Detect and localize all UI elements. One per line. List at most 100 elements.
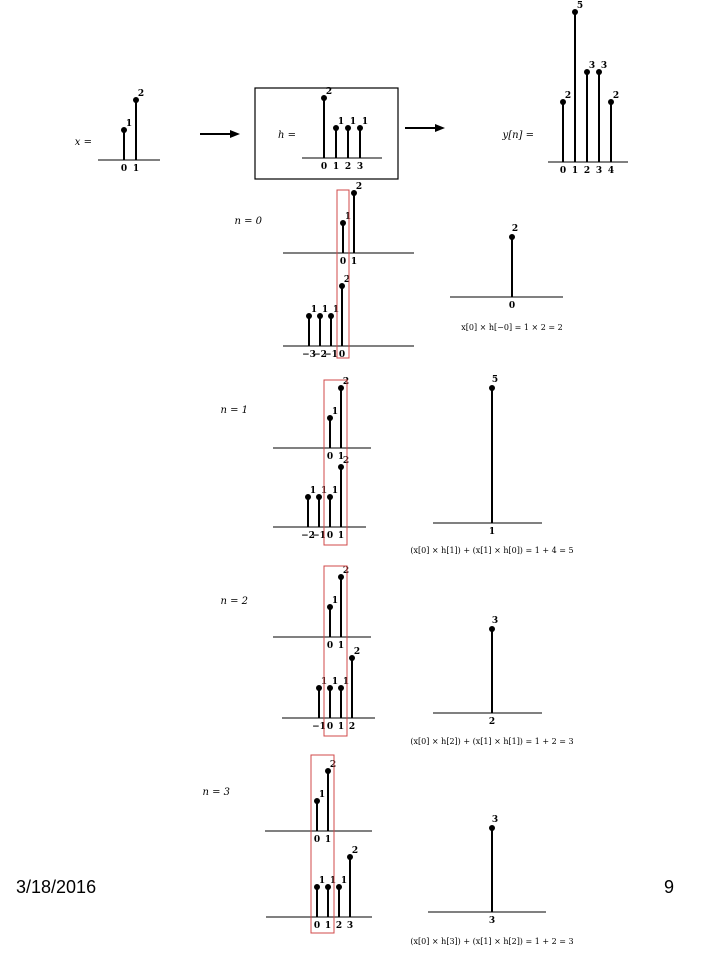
stem-head <box>327 415 333 421</box>
tick-label: 0 <box>340 257 346 267</box>
value-label: 1 <box>362 117 368 127</box>
stem-head <box>340 220 346 226</box>
tick-label: −2 <box>301 531 315 541</box>
formula: (x[0] × h[2]) + (x[1] × h[1]) = 1 + 2 = … <box>410 737 573 746</box>
value-label: 2 <box>354 647 360 657</box>
h-label: h = <box>278 130 296 141</box>
value-label: 2 <box>344 275 350 285</box>
value-label: 1 <box>350 117 356 127</box>
tick-label: 3 <box>489 916 495 926</box>
tick-label: 0 <box>560 166 566 176</box>
value-label: 1 <box>319 790 325 800</box>
stem-head <box>317 313 323 319</box>
stem-head <box>345 125 351 131</box>
slide-page-number: 9 <box>664 877 675 897</box>
n-label: n = 1 <box>220 405 248 416</box>
stem-head <box>572 9 578 15</box>
stem-head <box>121 127 127 133</box>
y-label: y[n] = <box>502 130 534 141</box>
value-label: 3 <box>492 815 498 825</box>
stem-head <box>338 464 344 470</box>
value-label: 1 <box>332 677 338 687</box>
value-label: 1 <box>126 119 132 129</box>
stem-head <box>349 655 355 661</box>
stem-head <box>351 190 357 196</box>
tick-label: 1 <box>325 835 331 845</box>
stem-head <box>327 494 333 500</box>
overlap-window <box>323 565 348 737</box>
stem-head <box>325 768 331 774</box>
tick-label: 1 <box>338 452 344 462</box>
stem-head <box>328 313 334 319</box>
tick-label: 0 <box>327 531 333 541</box>
value-label: 2 <box>356 182 362 192</box>
value-label: 2 <box>326 87 332 97</box>
value-label: 2 <box>343 566 349 576</box>
value-label: 2 <box>613 91 619 101</box>
tick-label: 0 <box>321 162 327 172</box>
stem-head <box>584 69 590 75</box>
tick-label: 3 <box>357 162 363 172</box>
value-label: 5 <box>577 1 583 11</box>
value-label: 5 <box>492 375 498 385</box>
tick-label: 1 <box>572 166 578 176</box>
arrow-head <box>435 124 445 132</box>
stem-head <box>314 884 320 890</box>
stem-head <box>489 385 495 391</box>
tick-label: 2 <box>345 162 351 172</box>
tick-label: −3 <box>302 350 316 360</box>
tick-label: 3 <box>347 921 353 931</box>
stem-head <box>489 626 495 632</box>
value-label: 2 <box>512 224 518 234</box>
value-label: 2 <box>330 760 336 770</box>
tick-label: −2 <box>313 350 327 360</box>
overlap-window <box>336 189 350 359</box>
flipped-h-signal: 1−31−21−120 <box>283 275 414 360</box>
stem-head <box>339 283 345 289</box>
stem-head <box>338 574 344 580</box>
x-label: x = <box>75 137 92 148</box>
result-signal: 33 <box>428 815 546 926</box>
stem-head <box>347 854 353 860</box>
stem-head <box>133 97 139 103</box>
stem-head <box>327 685 333 691</box>
tick-label: 2 <box>349 722 355 732</box>
n-label: n = 3 <box>202 787 230 798</box>
tick-label: −1 <box>324 350 338 360</box>
tick-label: 2 <box>489 717 495 727</box>
stem-head <box>357 125 363 131</box>
value-label: 1 <box>310 486 316 496</box>
overlap-window <box>323 379 348 546</box>
tick-label: 0 <box>314 835 320 845</box>
stem-head <box>305 494 311 500</box>
tick-label: −1 <box>312 722 326 732</box>
stem-head <box>489 825 495 831</box>
stem-head <box>325 884 331 890</box>
stem-head <box>316 685 322 691</box>
system-box <box>254 87 399 180</box>
tick-label: 0 <box>509 301 515 311</box>
tick-label: 1 <box>489 527 495 537</box>
value-label: 3 <box>601 61 607 71</box>
value-label: 1 <box>341 876 347 886</box>
stem-head <box>608 99 614 105</box>
value-label: 1 <box>332 596 338 606</box>
value-label: 1 <box>330 876 336 886</box>
value-label: 1 <box>333 305 339 315</box>
stem-head <box>316 494 322 500</box>
tick-label: 0 <box>327 722 333 732</box>
slide-date: 3/18/2016 <box>16 877 97 897</box>
stem-head <box>509 234 515 240</box>
arrow-to-system <box>200 130 240 138</box>
tick-label: 1 <box>325 921 331 931</box>
tick-label: 1 <box>338 641 344 651</box>
n-label: n = 2 <box>220 596 248 607</box>
value-label: 2 <box>565 91 571 101</box>
value-label: 2 <box>138 89 144 99</box>
tick-label: 1 <box>338 722 344 732</box>
